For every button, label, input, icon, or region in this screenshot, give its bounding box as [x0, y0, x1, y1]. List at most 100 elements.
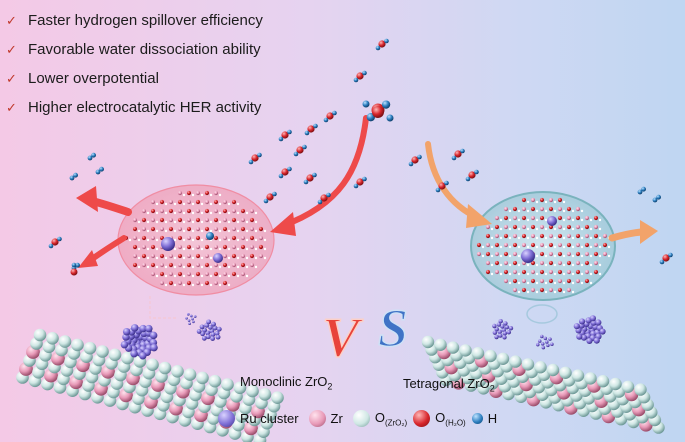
lattice-o-atom: [177, 199, 183, 205]
floating-molecules: [48, 38, 673, 276]
lattice-h-atom: [245, 229, 249, 233]
lattice-o-atom: [557, 287, 563, 293]
ru-atom: [494, 334, 499, 340]
ru-atom: [504, 324, 510, 330]
lattice-o-atom: [213, 217, 219, 223]
h-atom: [474, 169, 479, 175]
lattice-h-atom: [481, 254, 485, 258]
lattice-h-atom: [571, 272, 575, 276]
lattice-o-atom: [150, 208, 156, 214]
lattice-o-atom: [186, 208, 192, 214]
lattice-h-atom: [164, 274, 168, 278]
lattice-h-atom: [146, 247, 150, 251]
lattice-h-atom: [236, 256, 240, 260]
lattice-o-atom: [204, 226, 210, 232]
lattice-zr-atom: [168, 271, 174, 277]
advantage-text: Favorable water dissociation ability: [28, 41, 261, 58]
magnify-connector-left: [149, 296, 176, 319]
lattice-o-atom: [222, 244, 228, 250]
lattice-zr-atom: [539, 224, 545, 230]
hydrogen-arrow-left-head: [76, 186, 98, 212]
lattice-o-atom: [195, 253, 201, 259]
lattice-h-atom: [580, 236, 584, 240]
h-atom: [75, 262, 80, 268]
lattice-h-atom: [191, 211, 195, 215]
monoclinic-magnified-view: [117, 184, 275, 296]
h-atom: [375, 45, 381, 51]
lattice-o-atom: [168, 280, 174, 286]
lattice-zr-atom: [566, 269, 572, 275]
lattice-h-atom: [535, 218, 539, 222]
hydrogen-molecule: [637, 186, 646, 195]
lattice-h-atom: [191, 220, 195, 224]
lattice-o-atom: [485, 269, 491, 275]
lattice-o-atom: [512, 260, 518, 266]
vs-mark: V S: [321, 297, 409, 370]
check-icon: ✓: [6, 99, 17, 115]
lattice-h-atom: [227, 238, 231, 242]
o-h2o-swatch: [413, 410, 431, 428]
lattice-o-atom: [494, 260, 500, 266]
lattice-h-atom: [598, 254, 602, 258]
ru-atom: [501, 327, 506, 333]
ru-cluster: [492, 319, 514, 340]
lattice-h-atom: [128, 238, 132, 242]
ru-atom: [541, 345, 546, 350]
lattice-o-atom: [539, 215, 545, 221]
lattice-h-atom: [571, 245, 575, 249]
lattice-zr-atom: [240, 253, 246, 259]
lattice-o-atom: [222, 208, 228, 214]
h-atom: [71, 262, 77, 268]
lattice-h-atom: [173, 265, 177, 269]
lattice-zr-atom: [204, 199, 210, 205]
h-atom: [57, 236, 62, 242]
lattice-h-atom: [137, 256, 141, 260]
ru-atom: [496, 322, 502, 327]
lattice-h-atom: [517, 227, 521, 231]
ru-atom: [215, 334, 221, 340]
lattice-h-atom: [173, 238, 177, 242]
ru-atom: [548, 337, 552, 341]
o-atom: [306, 174, 314, 182]
lattice-zr-atom: [222, 271, 228, 277]
lattice-h-atom: [580, 209, 584, 213]
lattice-h-atom: [517, 290, 521, 294]
lattice-zr-atom: [177, 244, 183, 250]
o-atom: [33, 328, 47, 342]
o-atom: [411, 156, 419, 164]
lattice-h-atom: [580, 254, 584, 258]
lattice-o-atom: [195, 217, 201, 223]
lattice-o-atom: [168, 262, 174, 268]
ru-atom: [492, 323, 497, 329]
lattice-zr-atom: [557, 242, 563, 248]
lattice-h-atom: [517, 245, 521, 249]
lattice-h-atom: [553, 254, 557, 258]
o-atom: [266, 193, 274, 201]
lattice-o-atom: [258, 244, 264, 250]
lattice-zr-atom: [494, 233, 500, 239]
lattice-h-atom: [209, 211, 213, 215]
lattice-h-atom: [490, 245, 494, 249]
o-atom: [296, 146, 304, 154]
lattice-h-atom: [263, 256, 267, 260]
lattice-h-atom: [155, 238, 159, 242]
lattice-zr-atom: [548, 251, 554, 257]
h-atom: [451, 155, 457, 161]
lattice-h-atom: [526, 209, 530, 213]
lattice-h-atom: [173, 202, 177, 206]
lattice-o-atom: [512, 206, 518, 212]
ru-atom: [502, 331, 508, 336]
lattice-o-atom: [141, 217, 147, 223]
ru-atom: [187, 313, 190, 316]
lattice-o-atom: [177, 235, 183, 241]
lattice-h-atom: [508, 254, 512, 258]
lattice-h-atom: [508, 209, 512, 213]
lattice-h-atom: [209, 247, 213, 251]
ru-atom: [578, 318, 586, 325]
lattice-zr-atom: [566, 251, 572, 257]
ru-atom: [546, 343, 550, 348]
lattice-h-atom: [571, 281, 575, 285]
lattice-o-atom: [249, 217, 255, 223]
reaction-arrows: [76, 115, 658, 268]
lattice-zr-atom: [132, 253, 138, 259]
